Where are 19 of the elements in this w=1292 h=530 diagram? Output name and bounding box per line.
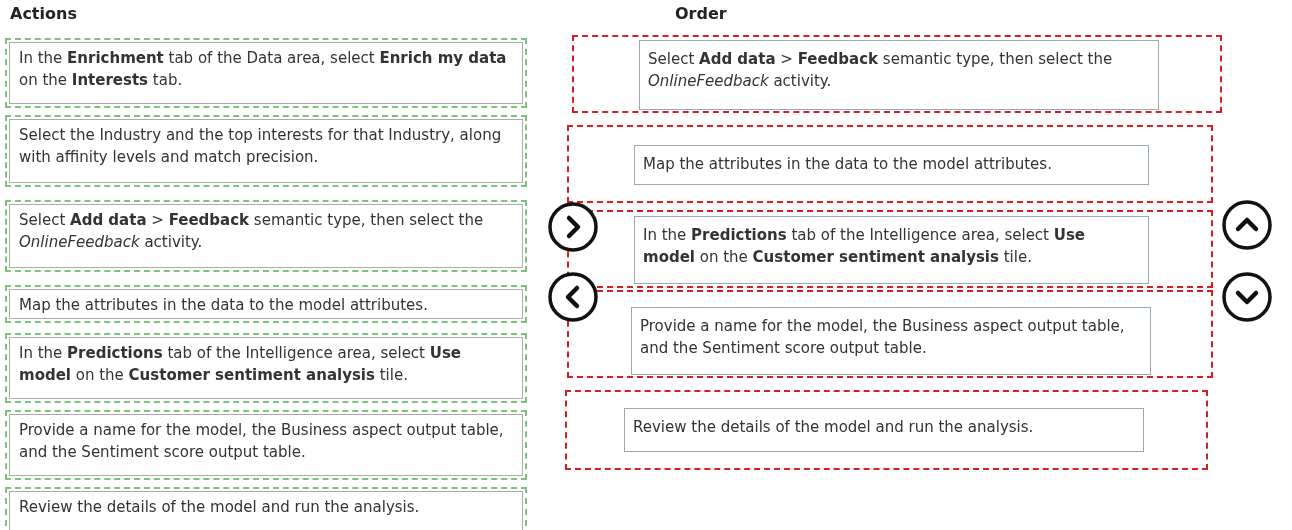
- drop-slot: [567, 125, 1213, 203]
- answer-card: In the Predictions tab of the Intelligence area, select Use model on the Customer sentiment analysis tile.: [634, 216, 1149, 284]
- action-card: Map the attributes in the data to the model attributes.: [5, 285, 527, 323]
- column-heading: Order: [675, 4, 727, 23]
- action-card: Provide a name for the model, the Business aspect output table, and the Sentiment score output table.: [5, 410, 527, 480]
- action-card: Select Add data > Feedback semantic type, then select the OnlineFeedback activity.: [5, 200, 527, 272]
- drop-slot: [572, 35, 1222, 113]
- action-card: In the Enrichment tab of the Data area, select Enrich my data on the Interests tab.: [5, 38, 527, 108]
- drop-slot: [567, 210, 1213, 288]
- answer-card: Select Add data > Feedback semantic type, then select the OnlineFeedback activity.: [639, 40, 1159, 110]
- answer-card: Review the details of the model and run the analysis.: [624, 408, 1144, 452]
- answer-card: Provide a name for the model, the Business aspect output table, and the Sentiment score output table.: [631, 307, 1151, 375]
- drop-slot: [565, 390, 1208, 470]
- action-card: Review the details of the model and run the analysis.: [5, 487, 527, 530]
- answer-card: Map the attributes in the data to the model attributes.: [634, 145, 1149, 185]
- drop-slot: [567, 290, 1213, 378]
- action-card: In the Predictions tab of the Intelligence area, select Use model on the Customer sentiment analysis tile.: [5, 333, 527, 403]
- action-card: Select the Industry and the top interests for that Industry, along with affinity levels and match precision.: [5, 115, 527, 187]
- column-heading: Actions: [10, 4, 77, 23]
